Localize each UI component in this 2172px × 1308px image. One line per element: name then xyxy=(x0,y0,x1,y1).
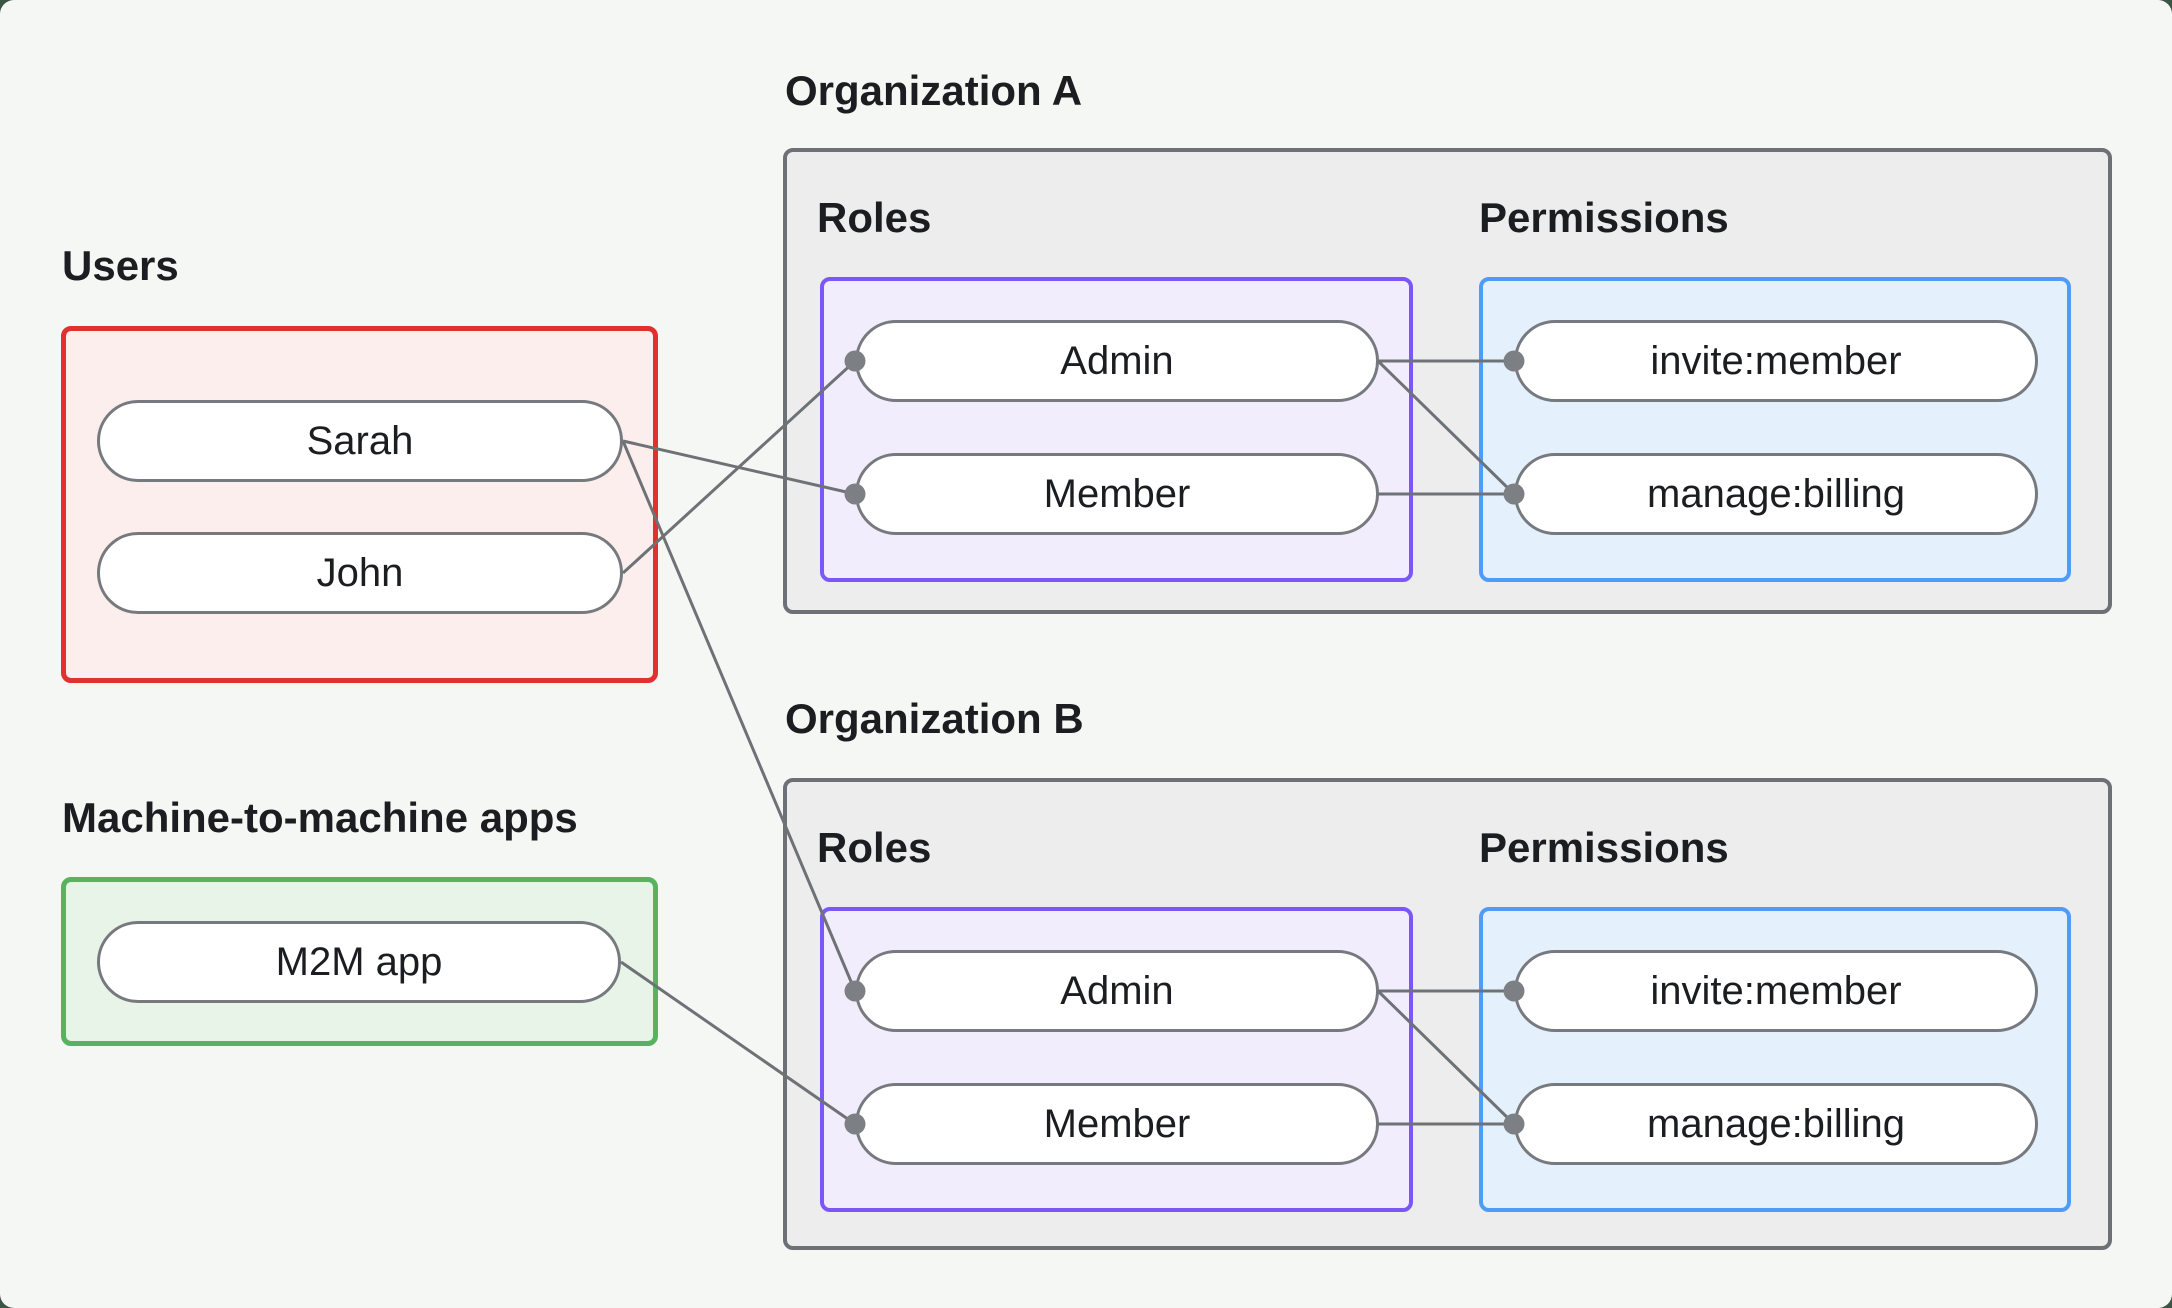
users-group-box: Sarah John xyxy=(61,326,658,683)
org-a-permission-manage-billing: manage:billing xyxy=(1514,453,2038,535)
org-b-permission-invite-member: invite:member xyxy=(1514,950,2038,1032)
org-b-roles-box: Admin Member xyxy=(820,907,1413,1212)
org-a-roles-box: Admin Member xyxy=(820,277,1413,582)
org-a-permissions-box: invite:member manage:billing xyxy=(1479,277,2071,582)
org-a-title: Organization A xyxy=(785,67,1083,114)
org-a-role-member: Member xyxy=(855,453,1379,535)
org-b-roles-label: Roles xyxy=(817,824,932,871)
org-b-permissions-box: invite:member manage:billing xyxy=(1479,907,2071,1212)
org-b-role-member: Member xyxy=(855,1083,1379,1165)
user-node-sarah: Sarah xyxy=(97,400,623,482)
org-a-permissions-label: Permissions xyxy=(1479,194,1729,241)
user-node-john: John xyxy=(97,532,623,614)
org-b-permissions-label: Permissions xyxy=(1479,824,1729,871)
m2m-group-box: M2M app xyxy=(61,877,658,1046)
org-b-permission-manage-billing: manage:billing xyxy=(1514,1083,2038,1165)
org-b-title: Organization B xyxy=(785,695,1084,742)
org-b-role-admin: Admin xyxy=(855,950,1379,1032)
users-section-label: Users xyxy=(62,242,179,289)
org-a-role-admin: Admin xyxy=(855,320,1379,402)
org-a-box: Roles Permissions Admin Member invite:me… xyxy=(783,148,2112,614)
org-a-permission-invite-member: invite:member xyxy=(1514,320,2038,402)
m2m-section-label: Machine-to-machine apps xyxy=(62,794,578,841)
org-b-box: Roles Permissions Admin Member invite:me… xyxy=(783,778,2112,1250)
m2m-node-app: M2M app xyxy=(97,921,621,1003)
org-a-roles-label: Roles xyxy=(817,194,932,241)
